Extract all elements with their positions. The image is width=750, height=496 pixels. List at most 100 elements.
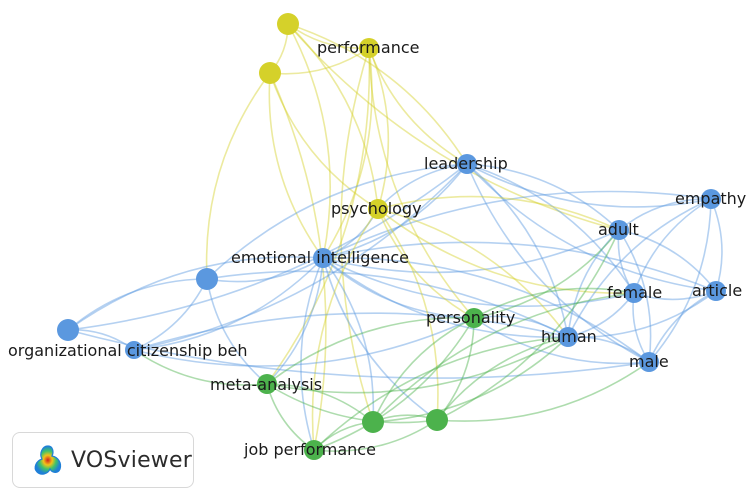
node-meta-analysis[interactable] <box>257 374 277 394</box>
edge-b1-ocb <box>133 278 208 351</box>
edge-b1-human <box>206 270 569 338</box>
edge-emotional_intelligence-b2 <box>67 256 324 331</box>
edge-leadership-female <box>466 163 635 294</box>
edge-personality-meta_analysis <box>266 316 475 385</box>
edge-psychology-female <box>377 208 635 294</box>
edge-empathy-article <box>710 198 723 292</box>
edge-y1-psychology <box>287 23 379 210</box>
edge-leadership-b1 <box>206 163 468 280</box>
edge-g1-human <box>372 336 569 423</box>
node-male[interactable] <box>639 352 659 372</box>
label-meta-analysis: meta-analysis <box>210 375 322 394</box>
edge-meta_analysis-human <box>266 336 569 394</box>
edge-performance-leadership <box>368 47 468 165</box>
edge-performance-psychology <box>368 47 390 210</box>
label-psychology: psychology <box>331 199 422 218</box>
edge-performance-meta_analysis <box>266 47 371 385</box>
edge-meta_analysis-g2 <box>266 383 438 424</box>
edge-personality-adult <box>473 229 620 319</box>
labels-layer: performance psychology leadership emotional… <box>8 38 746 459</box>
node-job-performance[interactable] <box>304 440 324 460</box>
node-leadership[interactable] <box>457 154 477 174</box>
edge-meta_analysis-g1 <box>266 383 374 423</box>
edge-personality-female <box>473 287 635 319</box>
edge-emotional_intelligence-ocb <box>133 257 324 351</box>
edge-human-personality <box>473 315 569 338</box>
edge-g2-human <box>436 336 569 421</box>
node-article[interactable] <box>706 281 726 301</box>
label-empathy: empathy <box>675 189 746 208</box>
edge-b1-b2 <box>67 278 208 331</box>
node-b2[interactable] <box>57 319 79 341</box>
edge-meta_analysis-ocb <box>133 349 268 386</box>
edge-y1-leadership <box>287 23 468 165</box>
edge-empathy-human <box>567 198 712 338</box>
edge-emotional_intelligence-meta_analysis <box>266 257 324 385</box>
edge-emotional_intelligence-b1 <box>206 257 324 283</box>
edge-y1-emotional_intelligence <box>287 23 331 259</box>
node-ocb[interactable] <box>125 341 143 359</box>
edge-psychology-personality <box>377 208 475 319</box>
edge-emotional_intelligence-human <box>322 257 569 339</box>
edge-emotional_intelligence-adult <box>322 229 620 274</box>
node-g1[interactable] <box>362 411 384 433</box>
edge-adult-male <box>618 229 652 363</box>
edge-emotional_intelligence-empathy <box>322 190 712 259</box>
edge-leadership-male <box>466 163 650 363</box>
edge-leadership-human <box>466 163 569 338</box>
edge-y1-adult <box>287 23 620 231</box>
label-human: human <box>541 327 597 346</box>
edge-psychology-g2 <box>377 208 439 421</box>
label-performance: performance <box>317 38 419 57</box>
edge-male-personality <box>473 317 650 365</box>
edge-y2-performance <box>269 47 370 75</box>
node-g2[interactable] <box>426 409 448 431</box>
edge-performance-g1 <box>340 47 374 423</box>
label-adult: adult <box>598 220 639 239</box>
node-personality[interactable] <box>464 308 484 328</box>
node-human[interactable] <box>558 327 578 347</box>
edge-psychology-human <box>377 208 569 338</box>
edge-personality-g1 <box>372 317 475 423</box>
label-ocb: organizational citizenship beh <box>8 341 247 360</box>
node-performance[interactable] <box>359 38 379 58</box>
edge-emotional_intelligence-g1 <box>322 257 375 423</box>
edge-ocb-human <box>133 312 569 351</box>
edge-leadership-b2 <box>67 163 468 331</box>
node-psychology[interactable] <box>368 199 388 219</box>
edge-leadership-ocb <box>133 163 468 351</box>
edge-g1-female <box>372 292 635 423</box>
node-b1[interactable] <box>196 268 218 290</box>
edge-leadership-psychology <box>377 163 468 210</box>
node-y2[interactable] <box>259 62 281 84</box>
edge-performance-emotional_intelligence <box>322 47 373 259</box>
edge-emotional_intelligence-male <box>322 256 650 363</box>
edge-leadership-article <box>466 163 717 292</box>
label-emotional-intelligence: emotional intelligence <box>231 248 409 267</box>
edge-article-male <box>648 290 717 363</box>
node-female[interactable] <box>624 283 644 303</box>
edge-leadership-empathy <box>466 163 712 208</box>
edge-article-human <box>567 290 717 339</box>
edge-b2-male <box>67 329 650 379</box>
label-personality: personality <box>426 308 515 327</box>
label-article: article <box>692 281 742 300</box>
node-adult[interactable] <box>609 220 629 240</box>
node-empathy[interactable] <box>701 189 721 209</box>
label-male: male <box>629 352 669 371</box>
label-female: female <box>607 283 662 302</box>
label-leadership: leadership <box>424 154 508 173</box>
edge-psychology-adult <box>377 195 620 231</box>
edge-emotional_intelligence-job_performance <box>300 257 324 451</box>
edge-ocb-personality <box>133 317 475 367</box>
edge-y2-psychology <box>269 72 379 210</box>
edge-performance-personality <box>368 47 475 319</box>
edge-adult-article <box>618 229 717 292</box>
edge-job_performance-human <box>313 336 569 451</box>
edge-leadership-emotional_intelligence <box>322 163 468 259</box>
edge-emotional_intelligence-female <box>322 257 635 307</box>
node-y1[interactable] <box>277 13 299 35</box>
node-emotional-intelligence[interactable] <box>313 248 333 268</box>
nodes-layer <box>57 13 726 460</box>
